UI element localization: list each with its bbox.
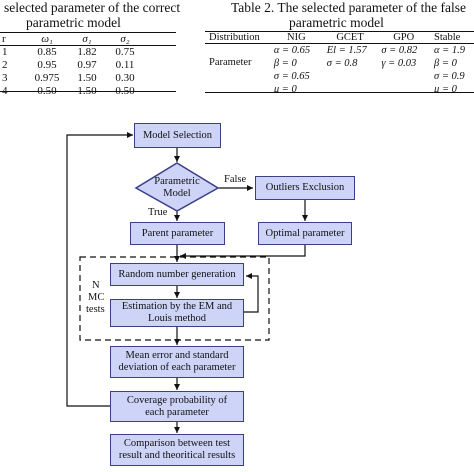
table-cell: 2 [2,58,8,71]
table1-header-cell: σ₁ [82,32,92,45]
coverage-box: Coverage probability of each parameter [110,391,244,422]
decision-label-line1: Parametric [154,176,200,187]
mc-tests-label-line1: N [92,280,100,291]
table2-header-cell: GPO [393,32,415,43]
table-cell: 0.30 [115,71,135,84]
comparison-label-line1: Comparison between test [123,438,231,449]
parent-parameter-label: Parent parameter [141,227,214,239]
table2-header-cell: Stable [434,32,461,43]
outliers-exclusion-label: Outliers Exclusion [265,182,345,193]
table-cell: 1.50 [77,84,97,97]
table2: Distribution NIG GCET GPO Stable α = 0.6… [205,31,474,93]
optimal-parameter-label: Optimal parameter [265,227,345,239]
table-cell: 0.50 [115,84,135,97]
decision-label-line2: Model [163,188,191,199]
table-cell: 1.50 [77,71,97,84]
mc-tests-label: N MC tests [86,280,105,316]
table-cell: σ = 0.82 [381,45,418,56]
table-row: 3 0.975 1.50 0.30 [0,71,144,84]
table2-header-row: Distribution NIG GCET GPO Stable [205,31,474,44]
table-cell: β = 0 [434,58,457,69]
table-cell: 0.97 [77,58,97,71]
optimal-parameter-box: Optimal parameter [258,222,352,245]
table-cell: 0.50 [37,84,57,97]
table2-bottom-rule [205,92,474,93]
table-cell: σ = 0.8 [326,58,358,69]
table-row: 4 0.50 1.50 0.50 [0,84,144,97]
table2-caption-line1: Table 2. The selected parameter of the f… [231,0,466,15]
table1-header-cell: ω₁ [41,32,53,45]
table2-header-cell: GCET [336,32,364,43]
table-cell: α = 0.65 [273,45,311,56]
true-label: True [148,207,168,218]
comparison-box: Comparison between test result and theor… [110,434,244,466]
mc-tests-label-line2: MC [88,292,105,303]
table-cell: 1 [2,45,8,58]
table1-bottom-rule [0,91,176,92]
decision-label: Parametric Model [146,176,208,200]
coverage-label-line2: each parameter [145,406,209,418]
table1-caption-line1: selected parameter of the correct [4,0,181,15]
parent-parameter-box: Parent parameter [130,222,225,245]
table2-header-cell: Distribution [209,32,260,43]
table1-header-row: r ω₁ σ₁ σ₂ [0,32,144,45]
coverage-label-line1: Coverage probability of [126,394,228,406]
table-row: α = 0.65 El = 1.57 σ = 0.82 α = 1.9 [205,44,474,57]
outliers-exclusion-box: Outliers Exclusion [255,176,355,200]
table-cell: σ = 0.65 [273,71,310,82]
mc-tests-region [79,256,270,341]
estimation-label-line2: Louis method [147,313,207,324]
table1-header-rule [0,45,176,46]
table1-caption-line2: parametric model [26,15,121,30]
table1-header-cell: σ₂ [120,32,130,45]
mc-tests-label-line3: tests [86,304,105,315]
decision-diamond [134,162,220,212]
table-row: 1 0.85 1.82 0.75 [0,45,144,58]
arrow-feedback-loop [66,132,133,407]
table-cell: 0.75 [115,45,135,58]
table-cell: 3 [2,71,8,84]
table-cell: 0.11 [115,58,135,71]
table-cell: μ = 0 [434,84,457,93]
table1: r ω₁ σ₁ σ₂ 1 0.85 1.82 0.75 2 0.95 0.97 … [0,32,144,97]
table-row: Parameter β = 0 σ = 0.8 γ = 0.03 β = 0 [205,57,474,70]
table-cell: σ = 0.9 [434,71,465,82]
table2-header-rule [205,43,474,44]
table-row: σ = 0.65 σ = 0.9 [205,70,474,83]
mean-error-box: Mean error and standard deviation of eac… [110,346,244,378]
table-cell: 0.85 [37,45,57,58]
table-cell: El = 1.57 [326,45,367,56]
random-number-box: Random number generation [110,263,244,286]
comparison-label-line2: result and theoritical results [118,450,236,461]
table2-caption-line2: parametric model [289,15,384,30]
table2-header-cell: NIG [287,32,306,43]
random-number-label: Random number generation [118,268,236,280]
estimation-box: Estimation by the EM and Louis method [110,299,244,327]
table-cell: 4 [2,84,8,97]
table-cell: μ = 0 [273,84,297,93]
arrow-mc-loop [244,273,259,313]
table-cell: 0.975 [34,71,60,84]
table-cell: Parameter [209,57,252,68]
mean-error-label-line2: deviation of each parameter [118,362,236,373]
table-cell: α = 1.9 [434,45,466,56]
table-row: 2 0.95 0.97 0.11 [0,58,144,71]
table-cell: β = 0 [273,58,297,69]
table-cell: 1.82 [77,45,97,58]
table-cell: 0.95 [37,58,57,71]
arrow-optimal-to-random [180,245,306,259]
table2-top-rule [205,31,474,32]
table-cell: γ = 0.03 [381,58,417,69]
table-row: μ = 0 μ = 0 [205,83,474,93]
table2-clip: Distribution NIG GCET GPO Stable α = 0.6… [205,31,474,93]
model-selection-box: Model Selection [134,123,221,148]
table1-header-cell: r [2,32,6,45]
estimation-label-line1: Estimation by the EM and [121,301,233,312]
table1-top-rule [0,32,176,33]
false-label: False [224,174,247,185]
mean-error-label-line1: Mean error and standard [125,350,229,361]
model-selection-label: Model Selection [142,129,213,141]
